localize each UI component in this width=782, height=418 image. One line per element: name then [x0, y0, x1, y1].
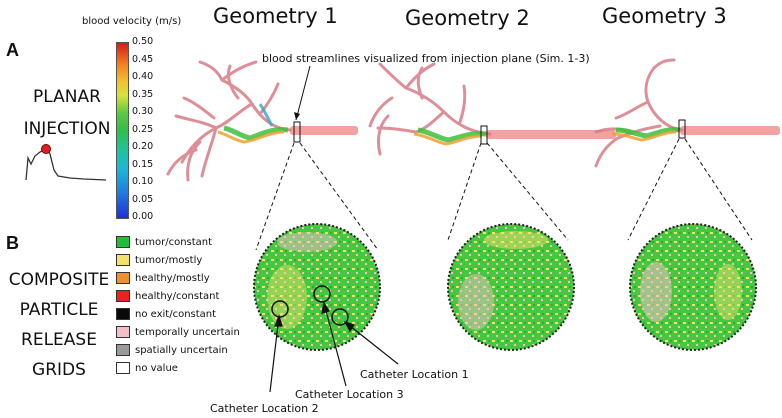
catheter-location-2-marker	[271, 300, 289, 318]
grid-legend: tumor/constant tumor/mostly healthy/most…	[116, 234, 256, 374]
colorbar-title: blood velocity (m/s)	[82, 16, 182, 27]
note-arrow	[295, 65, 311, 121]
legend-swatch	[116, 290, 130, 302]
release-word: RELEASE	[21, 330, 97, 350]
legend-swatch	[116, 272, 130, 284]
geometry-2-vessel	[368, 62, 616, 156]
colorbar-tick: 0.10	[132, 176, 154, 187]
injection-waveform	[25, 144, 107, 181]
colorbar-tick: 0.45	[132, 53, 154, 65]
geometry-3-vessel	[594, 58, 780, 168]
legend-item-no-exit-constant: no exit/constant	[116, 306, 216, 322]
legend-item-temporally-uncertain: temporally uncertain	[116, 324, 240, 340]
colorbar-tick: 0.20	[132, 141, 154, 152]
legend-label: spatially uncertain	[135, 344, 228, 356]
legend-label: tumor/constant	[135, 236, 213, 248]
release-grid-1	[253, 223, 381, 351]
planar-word: PLANAR	[33, 87, 101, 107]
legend-label: healthy/constant	[135, 290, 220, 302]
catheter-location-2-label: Catheter Location 2	[210, 402, 319, 415]
colorbar-tick: 0.25	[132, 123, 154, 135]
colorbar-tick: 0.40	[132, 71, 154, 82]
release-grid-2	[447, 223, 575, 351]
note-arrowhead	[294, 112, 300, 120]
legend-swatch	[116, 326, 130, 338]
catheter-location-1-label: Catheter Location 1	[360, 368, 469, 381]
injection-point-marker	[41, 144, 51, 154]
legend-swatch	[116, 344, 130, 356]
legend-swatch	[116, 236, 130, 248]
catheter-location-1-marker	[331, 308, 349, 326]
catheter-location-3-marker	[313, 285, 331, 303]
colorbar-tick: 0.05	[132, 193, 154, 205]
panel-label-a: A	[6, 40, 19, 60]
geometry-2-title: Geometry 2	[405, 6, 530, 30]
legend-swatch	[116, 362, 130, 374]
legend-item-tumor-mostly: tumor/mostly	[116, 252, 202, 268]
legend-label: no value	[135, 362, 178, 374]
legend-label: temporally uncertain	[135, 326, 240, 338]
legend-item-tumor-constant: tumor/constant	[116, 234, 212, 250]
release-grid-3	[629, 223, 757, 351]
colorbar-tick: 0.50	[132, 36, 154, 47]
panel-label-b: B	[6, 233, 19, 253]
legend-label: healthy/mostly	[135, 272, 210, 284]
legend-swatch	[116, 254, 130, 266]
legend-label: no exit/constant	[135, 308, 217, 320]
particle-word: PARTICLE	[19, 300, 99, 320]
geometry-1-title: Geometry 1	[213, 4, 338, 28]
colorbar-tick: 0.15	[132, 158, 154, 170]
composite-word: COMPOSITE	[8, 270, 110, 290]
legend-item-spatially-uncertain: spatially uncertain	[116, 342, 228, 358]
geometry-1-vessel	[166, 60, 358, 182]
legend-item-healthy-constant: healthy/constant	[116, 288, 219, 304]
planar-injection-label: PLANAR INJECTION	[22, 86, 112, 140]
legend-swatch	[116, 308, 130, 320]
colorbar-tick: 0.00	[132, 211, 154, 222]
colorbar-ticks: 0.50 0.45 0.40 0.35 0.30 0.25 0.20 0.15 …	[132, 36, 172, 226]
geometry-3-title: Geometry 3	[602, 4, 727, 28]
legend-item-no-value: no value	[116, 360, 178, 376]
vessel-renderings	[166, 58, 780, 182]
grids-word: GRIDS	[32, 360, 86, 380]
colorbar-tick: 0.35	[132, 88, 154, 100]
colorbar-tick: 0.30	[132, 106, 154, 117]
legend-label: tumor/mostly	[135, 254, 203, 266]
streamline-note: blood streamlines visualized from inject…	[262, 52, 590, 65]
composite-grids-label: COMPOSITE PARTICLE RELEASE GRIDS	[0, 265, 118, 385]
velocity-colorbar	[116, 42, 129, 219]
catheter-location-3-label: Catheter Location 3	[295, 388, 404, 401]
injection-word: INJECTION	[23, 119, 111, 139]
legend-item-healthy-mostly: healthy/mostly	[116, 270, 210, 286]
